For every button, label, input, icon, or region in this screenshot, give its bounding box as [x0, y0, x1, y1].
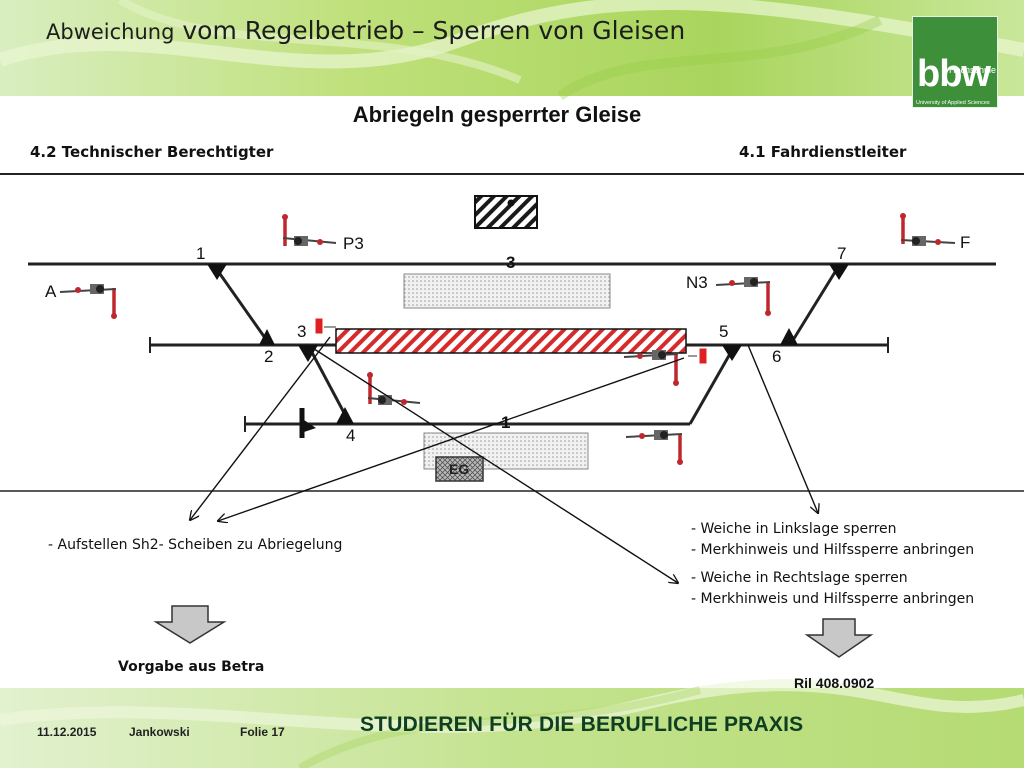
left-column-header: 4.2 Technischer Berechtigter — [30, 143, 274, 161]
bbw-logo: bbw Hochschule University of Applied Sci… — [912, 16, 998, 108]
footer-slide-number: Folie 17 — [240, 725, 285, 739]
arrow-switch-3 — [307, 344, 678, 583]
footer-author: Jankowski — [129, 725, 190, 739]
logo-hochschule: Hochschule — [949, 65, 997, 75]
track-3-label: 3 — [506, 253, 515, 272]
switch-4-marker — [336, 407, 354, 424]
crossover-1-2 — [211, 263, 272, 346]
right-note-group-2: - Weiche in Rechtslage sperren - Merkhin… — [691, 568, 974, 610]
signal-box-building — [474, 195, 538, 229]
eg-label: EG — [449, 461, 469, 477]
switch-2-marker — [259, 329, 275, 345]
sh2-board-right — [688, 347, 708, 365]
right-note-1-line-2: - Merkhinweis und Hilfssperre anbringen — [691, 542, 975, 558]
switch-3-label: 3 — [297, 322, 306, 341]
switch-1-marker — [207, 264, 227, 280]
signal-p3 — [282, 214, 337, 246]
eg-building — [435, 456, 484, 482]
right-down-arrow-icon — [804, 618, 874, 658]
signal-f — [900, 213, 956, 246]
left-note-item: - Aufstellen Sh2- Scheiben zu Abriegelun… — [48, 537, 343, 553]
left-down-arrow-icon — [153, 605, 227, 644]
crossover-7-6 — [788, 263, 842, 346]
footer-slogan: STUDIEREN FÜR DIE BERUFLICHE PRAXIS — [360, 713, 804, 736]
signal-n3-label: N3 — [686, 273, 708, 292]
right-column-header: 4.1 Fahrdienstleiter — [739, 143, 907, 161]
right-note-2-line-1: - Weiche in Rechtslage sperren — [691, 570, 908, 586]
logo-subline: University of Applied Sciences — [916, 100, 990, 106]
signal-a — [59, 284, 117, 319]
slide-title-part2: vom Regelbetrieb – Sperren von Gleisen — [182, 16, 686, 45]
track-1-label: 1 — [501, 413, 510, 432]
arrow-switch-5 — [747, 344, 818, 513]
logo-wordmark: bbw — [917, 53, 991, 95]
diagram-heading: Abriegeln gesperrter Gleise — [352, 102, 642, 127]
switch-5-marker — [722, 345, 742, 361]
signal-n3 — [715, 277, 771, 316]
switch-3-marker — [298, 345, 318, 362]
switch-1-label: 1 — [196, 244, 205, 263]
switch-7-label: 7 — [837, 244, 846, 263]
signal-f-label: F — [960, 233, 970, 252]
slide-title-part1: Abweichung — [46, 20, 175, 44]
switch-4-label: 4 — [346, 426, 355, 445]
sh2-board-left — [314, 317, 336, 335]
platform-track-3 — [403, 273, 611, 309]
signal-track-2-right — [623, 350, 679, 386]
switch-6-label: 6 — [772, 347, 781, 366]
right-note-1-line-1: - Weiche in Linkslage sperren — [691, 521, 897, 537]
crossover-1-5 — [688, 344, 737, 425]
right-note-2-line-2: - Merkhinweis und Hilfssperre anbringen — [691, 591, 975, 607]
signal-track-1-right — [625, 430, 683, 465]
right-source-label: Ril 408.0902 — [794, 675, 875, 691]
switch-7-marker — [829, 264, 849, 280]
arrow-left-sh2-1 — [190, 336, 331, 520]
switch-2-label: 2 — [264, 347, 273, 366]
switch-5-label: 5 — [719, 322, 728, 341]
right-note-group-1: - Weiche in Linkslage sperren - Merkhinw… — [691, 519, 974, 561]
blocked-track-section — [335, 328, 687, 354]
signal-a-label: A — [45, 282, 57, 301]
switch-6-marker — [780, 328, 798, 345]
footer-date: 11.12.2015 — [37, 725, 97, 739]
left-source-label: Vorgabe aus Betra — [118, 659, 265, 675]
signal-p3-label: P3 — [343, 234, 364, 253]
arrow-left-sh2-2 — [218, 357, 685, 521]
slide-title: Abweichung vom Regelbetrieb – Sperren vo… — [46, 16, 685, 45]
